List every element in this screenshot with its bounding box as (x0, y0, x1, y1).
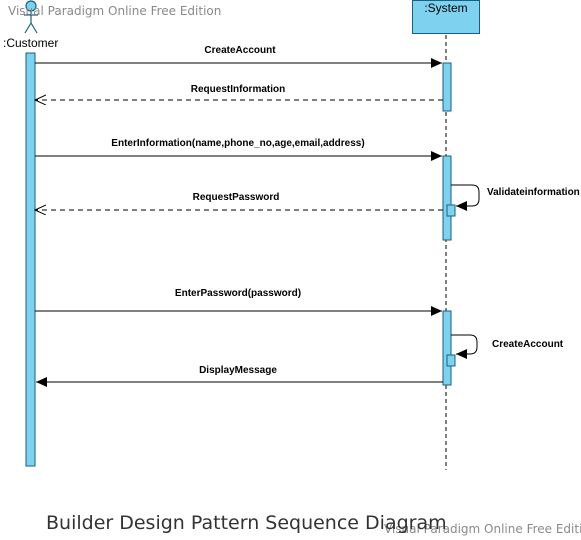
self-message-arrow (451, 184, 480, 211)
system-activation-bar (442, 310, 452, 386)
system-activation-bar (442, 62, 452, 112)
message-label: RequestInformation (190, 84, 286, 95)
message-label: CreateAccount (204, 45, 276, 56)
actor-icon (24, 0, 38, 34)
customer-activation-bar (25, 52, 36, 467)
self-message-arrow (451, 334, 478, 359)
self-message-label: Validateinformation (487, 187, 580, 198)
system-activation-bar (446, 204, 456, 217)
watermark-top: Visual Paradigm Online Free Edition (8, 4, 222, 18)
message-label: EnterPassword(password) (174, 288, 302, 299)
system-activation-bar (446, 354, 456, 367)
system-lifeline-head: :System (412, 0, 480, 34)
watermark-bottom: Visual Paradigm Online Free Edition (384, 522, 581, 536)
message-label: EnterInformation(name,phone_no,age,email… (111, 138, 365, 149)
system-activation-bar (442, 155, 452, 241)
message-label: DisplayMessage (199, 365, 277, 376)
system-lifeline-label: :System (424, 1, 468, 15)
customer-lifeline-label: :Customer (3, 36, 59, 50)
message-label: RequestPassword (192, 192, 280, 203)
self-message-label: CreateAccount (492, 339, 564, 350)
diagram-caption: Builder Design Pattern Sequence Diagram (46, 512, 447, 534)
